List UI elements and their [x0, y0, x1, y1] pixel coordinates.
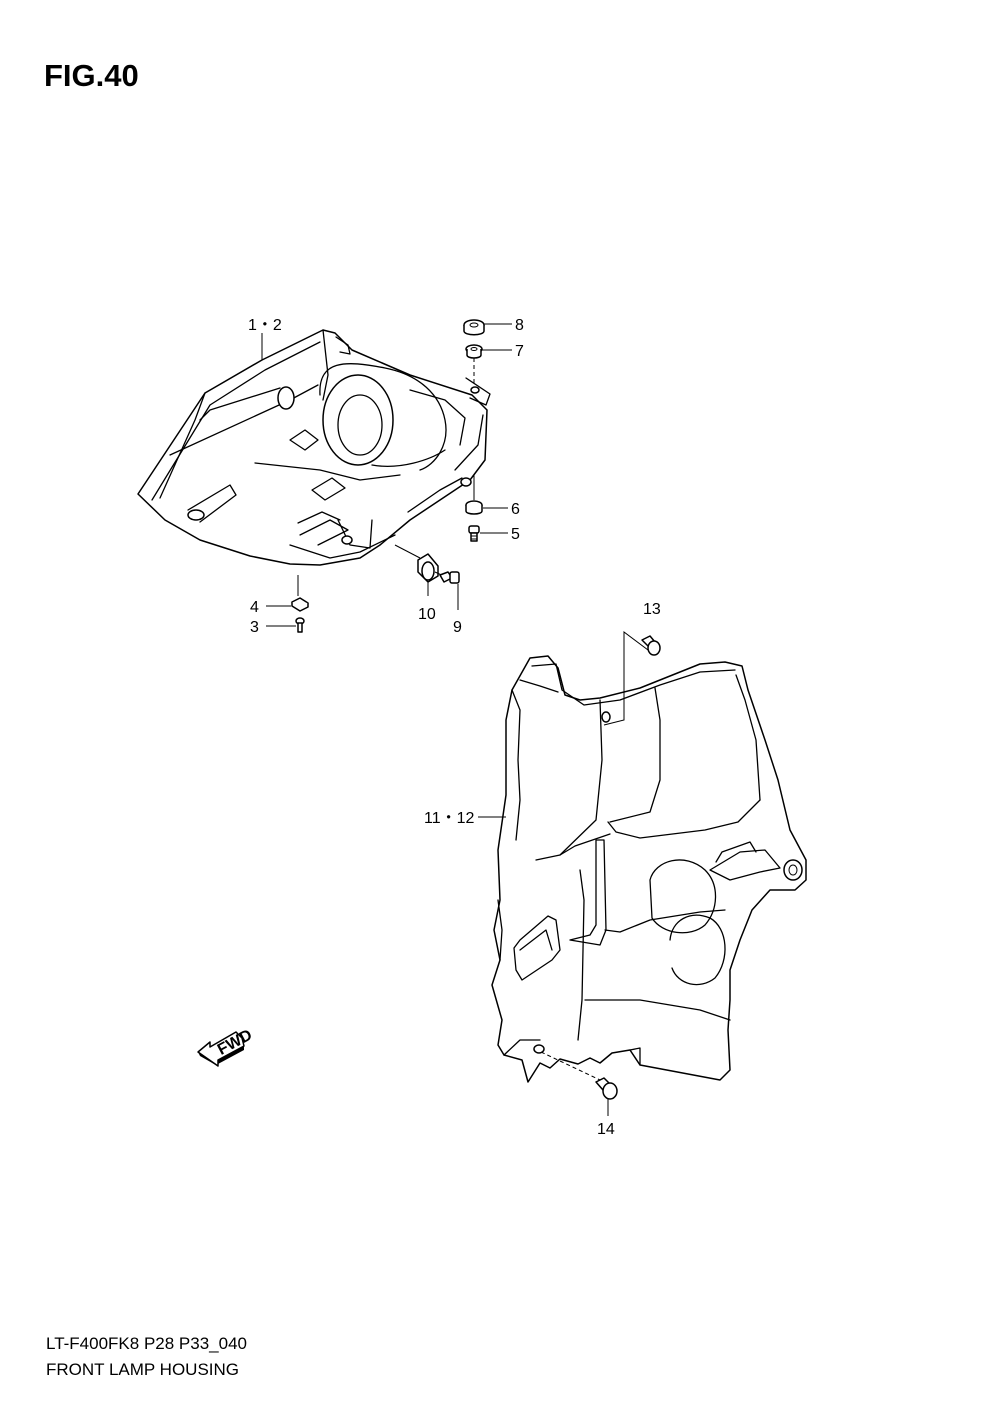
- collar-part-7: [465, 344, 483, 359]
- collar-part-6: [465, 500, 483, 515]
- callout-13: 13: [643, 601, 661, 618]
- bolt-part-5: [468, 525, 480, 542]
- callout-4: 4: [250, 599, 259, 616]
- callout-14: 14: [597, 1121, 615, 1138]
- callout-1-2: 1・2: [248, 317, 282, 334]
- front-lamp-housing-upper: [137, 329, 491, 566]
- clip-part-14: [595, 1077, 618, 1100]
- callout-11-12: 11・12: [424, 810, 475, 827]
- figure-title: FIG.40: [44, 58, 139, 93]
- screw-part-3: [295, 617, 305, 633]
- callout-9: 9: [453, 619, 462, 636]
- callout-7: 7: [515, 343, 524, 360]
- bolt-part-9: [439, 571, 460, 584]
- callout-10: 10: [418, 606, 436, 623]
- front-lamp-housing-cover: [491, 655, 807, 1083]
- fwd-direction-arrow: FWD: [197, 1027, 255, 1067]
- diagram-code: LT-F400FK8 P28 P33_040: [46, 1334, 247, 1353]
- callout-8: 8: [515, 317, 524, 334]
- callout-3: 3: [250, 619, 259, 636]
- grommet-part-8: [463, 319, 485, 336]
- callout-6: 6: [511, 501, 520, 518]
- callout-5: 5: [511, 526, 520, 543]
- diagram-name: FRONT LAMP HOUSING: [46, 1360, 240, 1379]
- grommet-part-10: [417, 553, 439, 583]
- clip-part-13: [641, 635, 661, 656]
- clip-nut-part-4: [291, 597, 309, 612]
